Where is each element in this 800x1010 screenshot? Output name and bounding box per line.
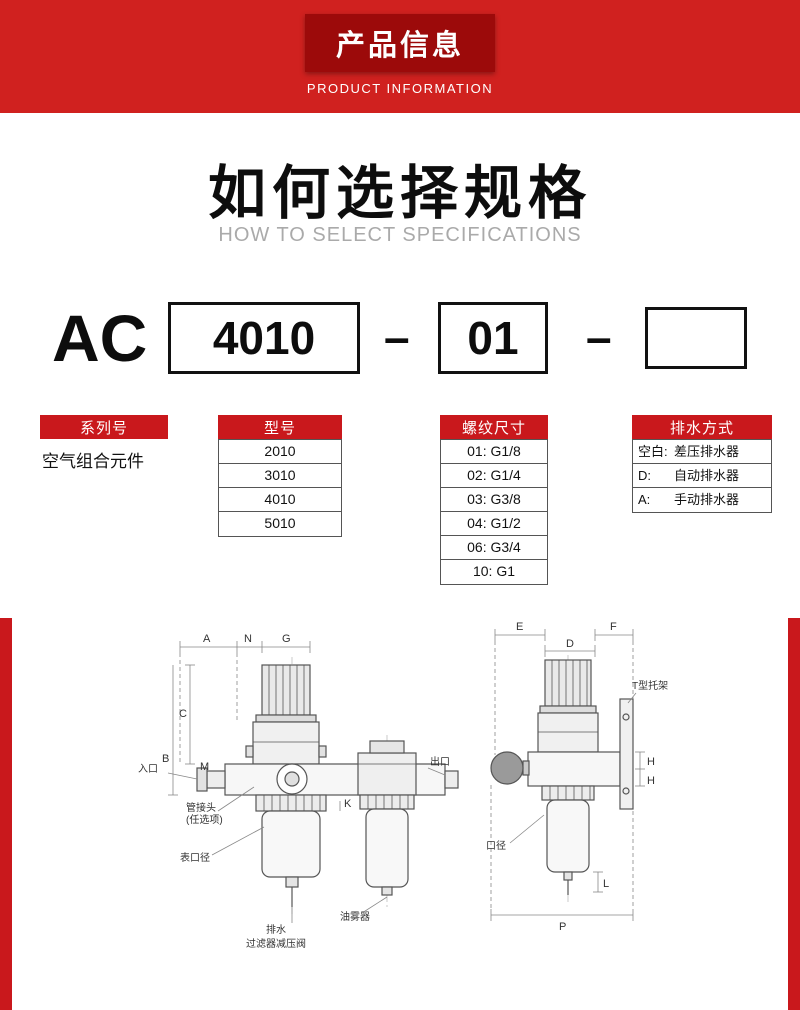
pipe-joint-label: 管接头 <box>186 801 216 814</box>
drain-option-value: 自动排水器 <box>674 468 740 483</box>
section-title-en: HOW TO SELECT SPECIFICATIONS <box>218 224 582 246</box>
separator-dash-2: – <box>586 311 612 363</box>
thread-options-table: 01: G1/8 02: G1/4 03: G3/8 04: G1/2 06: … <box>440 439 548 585</box>
thread-option: 03: G3/8 <box>441 488 547 512</box>
drain-option-value: 手动排水器 <box>674 492 740 507</box>
gauge-port-label: 表口径 <box>180 851 210 864</box>
drain-option: 空白: 差压排水器 <box>633 440 771 464</box>
thread-label: 螺纹尺寸 <box>440 415 548 439</box>
dim-k-label: K <box>344 798 352 810</box>
drain-options-table: 空白: 差压排水器 D: 自动排水器 A: 手动排水器 <box>632 439 772 513</box>
model-option: 4010 <box>219 488 341 512</box>
banner-title-cn: 产品信息 <box>335 30 464 62</box>
dim-d-label: D <box>566 638 574 650</box>
right-dimension-lines <box>490 629 645 921</box>
drain-option-key: 空白: <box>638 444 668 459</box>
thread-option: 02: G1/4 <box>441 464 547 488</box>
drain-option: D: 自动排水器 <box>633 464 771 488</box>
dim-a-label: A <box>203 633 211 645</box>
model-code-prefix: AC <box>52 301 148 375</box>
drain-option: A: 手动排水器 <box>633 488 771 512</box>
dim-m-label: M <box>200 761 209 773</box>
thread-option: 06: G3/4 <box>441 536 547 560</box>
model-size-box: 4010 <box>168 302 360 374</box>
filter-regulator-label: 过滤器减压阀 <box>246 937 306 950</box>
left-dimension-labels: A N G C B M K 入口 出口 管接头 (任选项) 表口径 排水 过滤器… <box>138 633 450 950</box>
drain-type-box <box>645 307 747 369</box>
right-dimension-labels: E D F H H L P T型托架 口径 <box>486 621 668 933</box>
drain-label: 排水方式 <box>632 415 772 439</box>
series-value: 空气组合元件 <box>42 452 144 471</box>
model-option: 5010 <box>264 515 296 531</box>
thread-option: 01: G1/8 <box>441 440 547 464</box>
model-options-table: 2010 3010 4010 5010 <box>218 439 342 537</box>
technical-drawing: A N G C B M K 入口 出口 管接头 (任选项) 表口径 排水 过滤器… <box>138 621 668 950</box>
model-label: 型号 <box>218 415 342 439</box>
port-size-label: 口径 <box>486 839 506 852</box>
right-red-strip <box>788 618 800 1010</box>
right-assembly <box>490 655 634 903</box>
thread-option: 04: G1/2 <box>441 512 547 536</box>
banner: 产品信息 PRODUCT INFORMATION <box>0 0 800 113</box>
drain-option-key: A: <box>638 492 651 507</box>
section-title-cn: 如何选择规格 <box>207 161 592 226</box>
inlet-label: 入口 <box>138 764 158 775</box>
banner-title-en: PRODUCT INFORMATION <box>306 81 494 96</box>
dim-h-lower-label: H <box>647 775 655 787</box>
series-label: 系列号 <box>40 415 168 439</box>
thread-size-box: 01 <box>438 302 548 374</box>
dim-e-label: E <box>516 621 523 633</box>
dim-g-label: G <box>282 633 291 645</box>
dim-n-label: N <box>244 633 252 645</box>
dim-p-label: P <box>559 921 566 933</box>
dim-l-label: L <box>603 878 609 890</box>
left-red-strip <box>0 618 12 1010</box>
dim-b-label: B <box>162 753 169 765</box>
drain-option-key: D: <box>638 468 651 483</box>
dim-c-label: C <box>179 708 187 720</box>
left-assembly <box>196 657 459 915</box>
dim-f-label: F <box>610 621 617 633</box>
model-option: 3010 <box>219 464 341 488</box>
left-dimension-lines <box>167 641 446 923</box>
model-option: 2010 <box>219 440 341 464</box>
pipe-joint-note: (任选项) <box>186 813 223 826</box>
bracket-label: T型托架 <box>632 679 668 692</box>
banner-title-box: 产品信息 <box>305 14 495 72</box>
thread-option: 10: G1 <box>472 563 516 579</box>
dim-h-upper-label: H <box>647 756 655 768</box>
lubricator-label: 油雾器 <box>340 910 370 923</box>
model-code-row: AC 4010 – 01 – <box>0 301 800 376</box>
outlet-label: 出口 <box>430 755 450 768</box>
drain-option-value: 差压排水器 <box>674 444 740 459</box>
drain-point-label: 排水 <box>266 923 286 936</box>
separator-dash-1: – <box>384 311 410 363</box>
